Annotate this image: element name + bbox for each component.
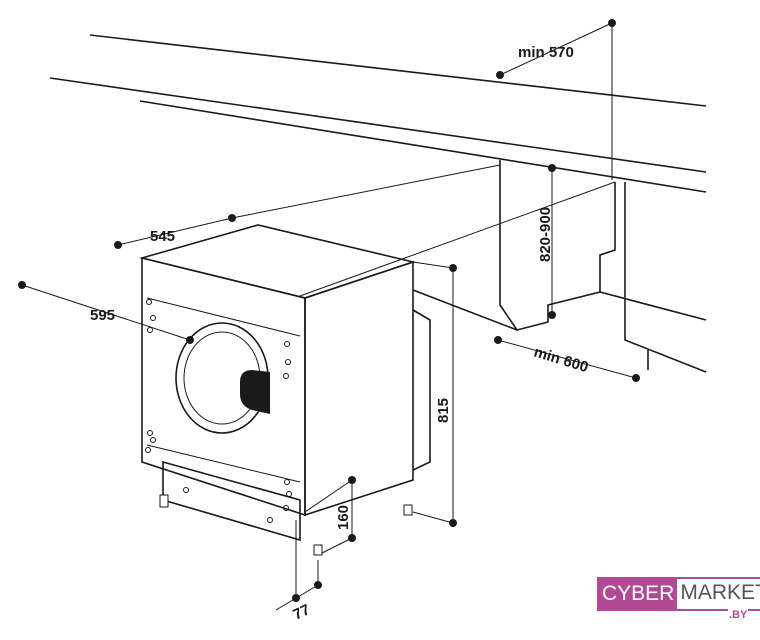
dimension-labels: min 570 820-900 545 595 min 600 815 160 …: [90, 44, 590, 624]
niche-height-label: 820-900: [537, 207, 554, 262]
logo-suffix: .BY: [728, 609, 749, 621]
logo-part1: CYBER: [599, 579, 678, 609]
height-label: 815: [435, 398, 452, 423]
washing-machine: [138, 224, 431, 556]
feet-offset-label: 77: [291, 601, 313, 623]
min-width-label: min 570: [518, 44, 574, 61]
min-depth-label: min 600: [532, 344, 590, 377]
depth-label: 545: [150, 228, 175, 245]
cabinet-lines: [49, 34, 707, 373]
dimension-lines: [18, 19, 640, 611]
width-label: 595: [90, 307, 115, 324]
cybermarket-logo: CYBER MARKET: [597, 577, 760, 611]
logo-part2: MARKET: [677, 579, 760, 609]
feet-height-label: 160: [335, 505, 352, 530]
